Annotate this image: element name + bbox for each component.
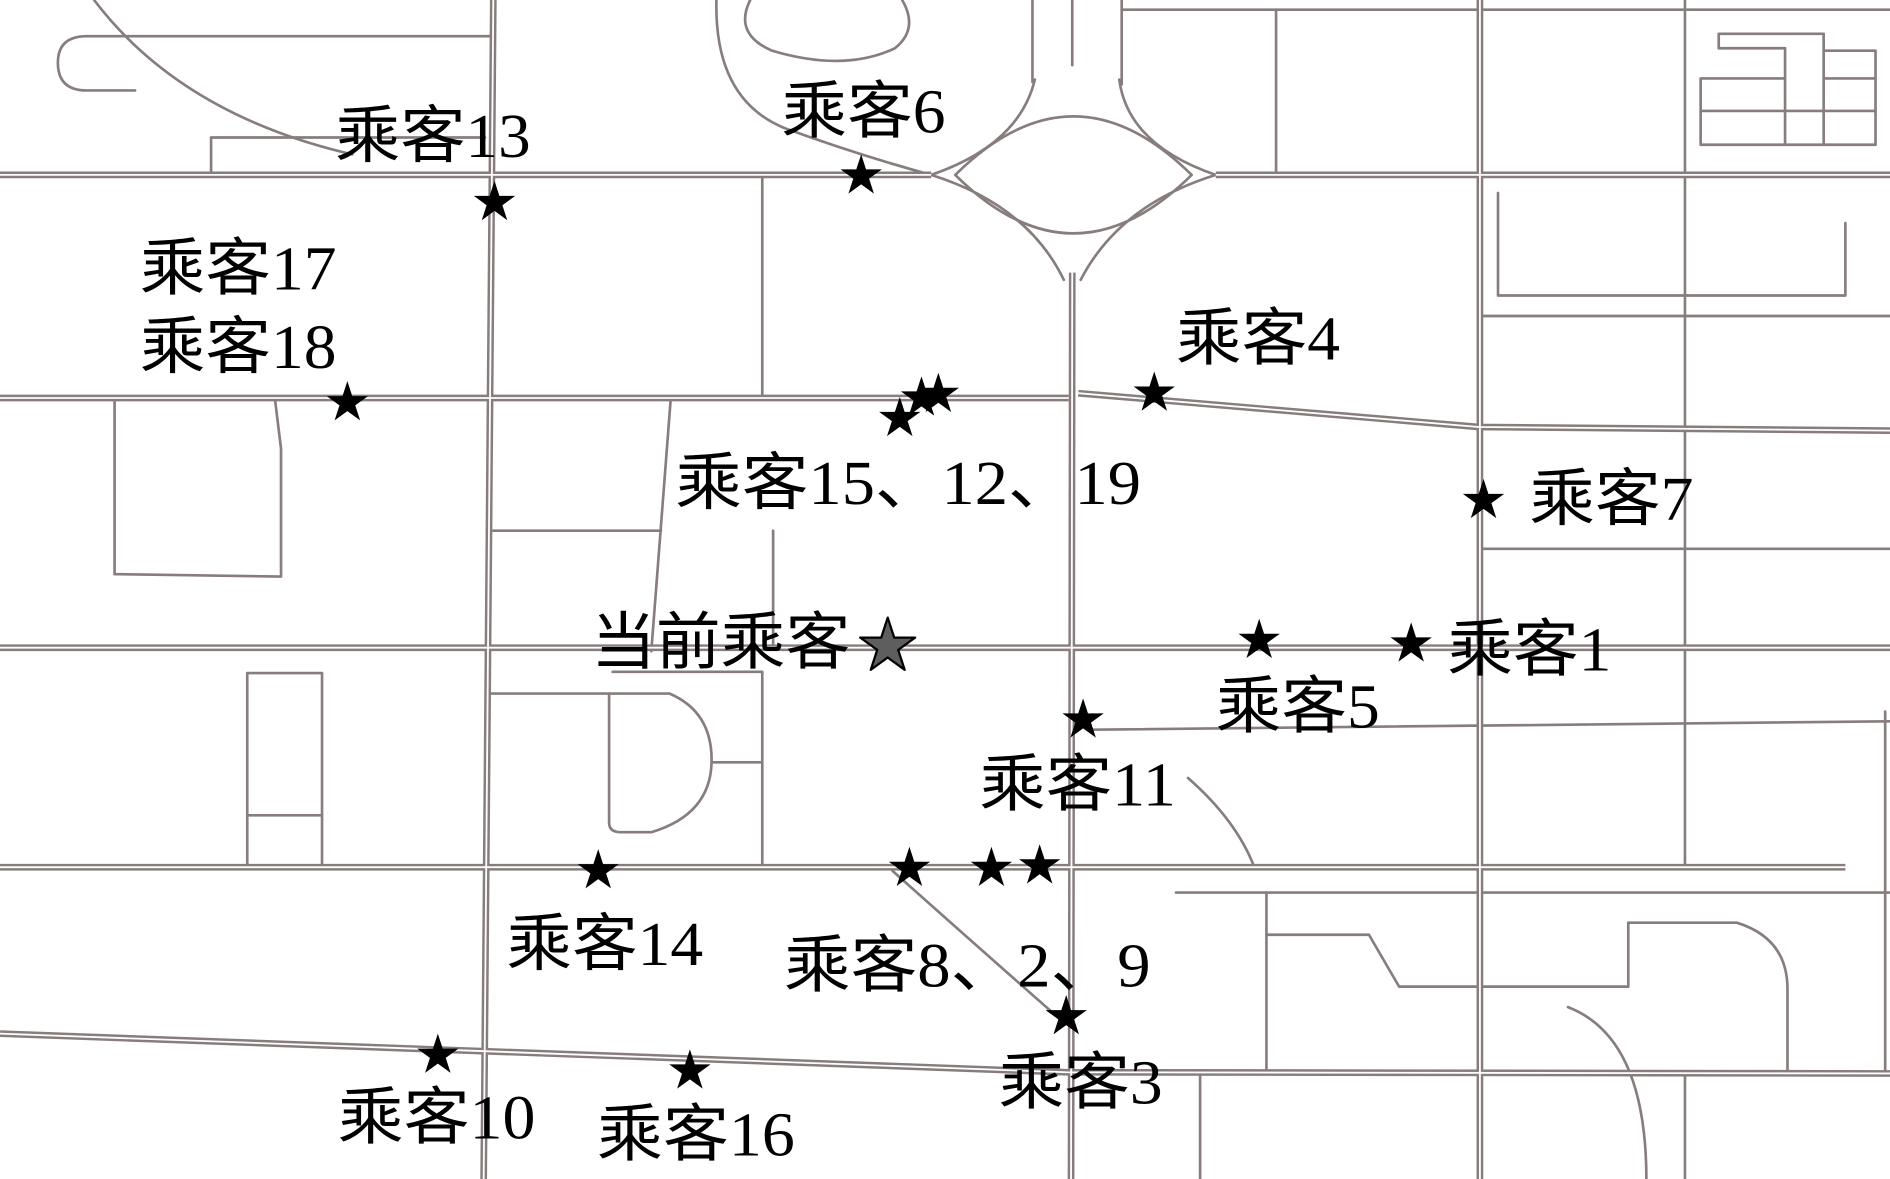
passenger-4-label: 乘客4 (1176, 303, 1340, 373)
passenger-5-label: 乘客5 (1216, 671, 1380, 741)
roundabout-lower-right (1079, 173, 1218, 282)
stadium-block (611, 670, 764, 869)
passenger-14-label: 乘客14 (507, 909, 704, 979)
passenger-17-label: 乘客17 (140, 233, 337, 303)
passenger-4-star-icon (1133, 371, 1175, 411)
road-top-middle-curve (715, 0, 933, 177)
passengers-8-2-9-label: 乘客8、2、9 (784, 931, 1151, 1001)
roundabout-inner (953, 115, 1193, 235)
building-top-right (1699, 32, 1877, 147)
building-block-west (113, 397, 283, 578)
roundabout-upper-left (929, 78, 1037, 177)
stadium-outline (487, 692, 713, 834)
road-top-left-block (209, 136, 487, 177)
passenger-1-star-icon (1390, 622, 1432, 662)
passenger-16-label: 乘客16 (597, 1099, 795, 1169)
roundabout-lower-left (929, 173, 1066, 282)
road-diagonal-south (891, 869, 1063, 1022)
road-top-left-loop (56, 34, 496, 92)
road-east-mid (1090, 719, 1890, 732)
passenger-3-label: 乘客3 (999, 1048, 1163, 1118)
road-top-left-arc (92, 0, 354, 156)
passenger-1-label: 乘客1 (1447, 615, 1611, 685)
building-block-north-east (1496, 191, 1847, 297)
passengers-15-12-19-label: 乘客15、12、19 (675, 448, 1141, 518)
passenger-10-label: 乘客10 (338, 1083, 536, 1153)
passenger-6-label: 乘客6 (782, 77, 946, 147)
passenger-3-star-icon (1045, 995, 1087, 1035)
current-passenger-label: 当前乘客 (591, 607, 850, 677)
current-passenger-star-icon (859, 616, 917, 671)
building-block-south-west (245, 671, 324, 869)
passenger-11-label: 乘客11 (979, 750, 1176, 820)
road-diagonal-east (1186, 776, 1256, 869)
roundabout-upper-right (1117, 78, 1218, 177)
passenger-7-label: 乘客7 (1529, 464, 1693, 534)
passenger-18-label: 乘客18 (140, 312, 337, 382)
building-block-south-east (1265, 921, 1789, 1075)
passenger-7-star-icon (1462, 478, 1505, 519)
road-diagonal-west (649, 399, 672, 653)
lake-outline (743, 0, 911, 63)
passenger-5-star-icon (1238, 618, 1280, 659)
minor-roads (56, 0, 1890, 1179)
passenger-13-label: 乘客13 (335, 101, 530, 171)
passenger-labels: 乘客13 乘客6 乘客17 乘客18 乘客4 乘客15、12、19 乘客7 当前… (140, 77, 1693, 1170)
road-south-east-curve (1566, 1005, 1648, 1179)
